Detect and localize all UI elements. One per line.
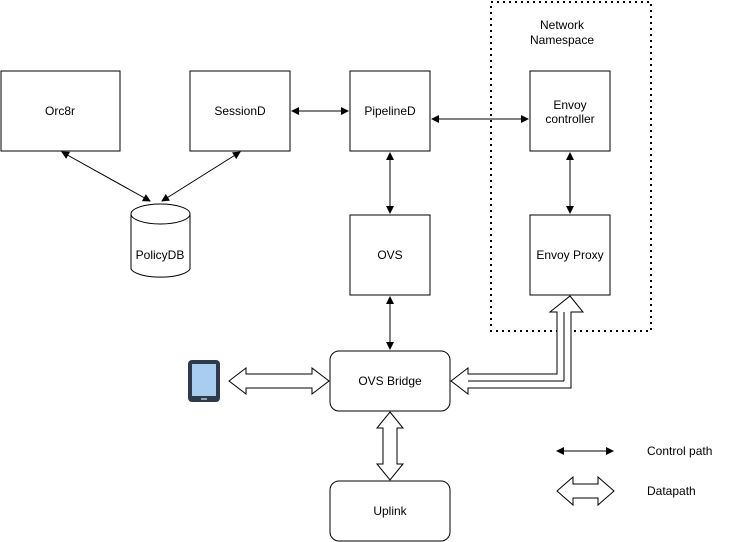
- uplink-node[interactable]: Uplink: [329, 480, 451, 542]
- sessiond-label: SessionD: [214, 104, 266, 118]
- sessiond-node[interactable]: SessionD: [189, 70, 291, 152]
- ovs-bridge-node[interactable]: OVS Bridge: [329, 350, 451, 412]
- policydb-node[interactable]: PolicyDB: [130, 203, 191, 278]
- legend-datapath-arrow: [556, 475, 615, 507]
- uplink-label: Uplink: [373, 504, 407, 518]
- control-arrow-sessiond-policydb: [161, 151, 241, 202]
- orc8r-node[interactable]: Orc8r: [0, 70, 121, 152]
- envoy-controller-label-line1: Envoy: [553, 98, 586, 112]
- datapath-arrow-ovs-bridge-uplink: [375, 411, 405, 481]
- ovs-bridge-label: OVS Bridge: [358, 374, 422, 388]
- pipelined-node[interactable]: PipelineD: [349, 70, 431, 152]
- envoy-controller-label-line2: controller: [545, 112, 594, 126]
- control-arrow-orc8r-policydb: [61, 151, 151, 202]
- network-namespace-label-line1: Network: [540, 18, 585, 32]
- network-namespace-label-line2: Namespace: [530, 33, 594, 47]
- network-namespace-group: Network Namespace: [490, 1, 652, 332]
- datapath-arrow-ovs-bridge-envoy-proxy: [450, 295, 585, 396]
- pipelined-label: PipelineD: [364, 104, 416, 118]
- ovs-label: OVS: [377, 248, 402, 262]
- policydb-label: PolicyDB: [136, 248, 185, 262]
- orc8r-label: Orc8r: [45, 104, 75, 118]
- envoy-proxy-node[interactable]: Envoy Proxy: [529, 214, 611, 296]
- legend-datapath-label: Datapath: [647, 484, 696, 498]
- legend-control-path-label: Control path: [647, 444, 712, 458]
- envoy-controller-node[interactable]: Envoy controller: [529, 70, 611, 152]
- datapath-arrow-tablet-ovs-bridge: [228, 366, 330, 396]
- ovs-node[interactable]: OVS: [349, 214, 431, 296]
- envoy-proxy-label: Envoy Proxy: [536, 248, 603, 262]
- tablet-icon: [188, 360, 220, 402]
- network-namespace-boundary: [490, 1, 652, 332]
- legend: Control path Datapath: [556, 444, 712, 507]
